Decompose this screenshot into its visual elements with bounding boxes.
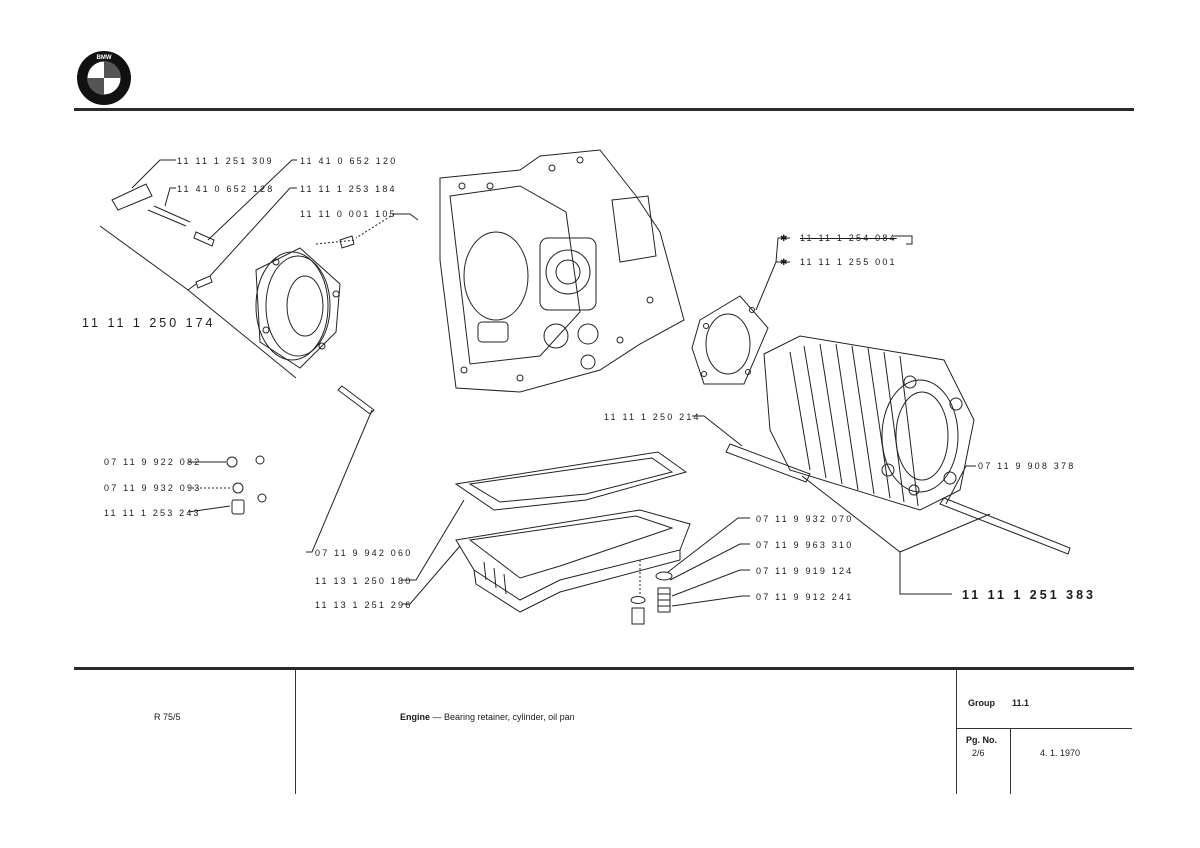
part-label: 07 11 9 919 124 (756, 566, 854, 576)
part-label: 11 13 1 251 296 (315, 600, 413, 610)
group-label: Group (968, 698, 995, 708)
title-block-divider (956, 670, 957, 794)
dowel-pins (111, 183, 375, 415)
cylinder (763, 335, 975, 511)
issue-date: 4. 1. 1970 (1040, 748, 1081, 758)
oil-pan (455, 509, 691, 613)
part-label: 07 11 9 922 082 (104, 457, 202, 467)
drain-screws (630, 560, 673, 625)
model-name: R 75/5 (154, 712, 181, 722)
part-label: 11 11 1 253 243 (104, 508, 201, 518)
assembly-label: 11 11 1 251 383 (962, 588, 1096, 602)
page-number-label: Pg. No. (966, 735, 997, 745)
part-label-superseded: 11 11 1 254 084 (800, 233, 897, 243)
bottom-rule (74, 667, 1134, 670)
page-number-value: 2/6 (972, 748, 985, 758)
title-block-divider (1010, 728, 1011, 794)
part-label: 11 11 1 251 309 (177, 156, 274, 166)
star-mark: ✱ (780, 233, 790, 243)
star-mark: ✱ (780, 257, 790, 267)
part-label: 07 11 9 932 070 (756, 514, 854, 524)
part-label: 07 11 9 932 093 (104, 483, 202, 493)
part-label: 07 11 9 963 310 (756, 540, 854, 550)
cylinder-base-gasket (691, 295, 769, 385)
bearing-retainer (255, 247, 341, 369)
part-label: 11 13 1 250 180 (315, 576, 413, 586)
crankcase (439, 149, 685, 393)
part-label: 11 11 1 250 214 (604, 412, 701, 422)
page-description: Engine — Bearing retainer, cylinder, oil… (400, 712, 575, 722)
oil-pan-gasket (454, 451, 688, 511)
part-label: 07 11 9 942 060 (315, 548, 413, 558)
group-value: 11.1 (1012, 698, 1030, 708)
nuts-washers (226, 455, 267, 515)
bmw-logo: BMW (76, 50, 132, 106)
title-block-divider (956, 728, 1132, 729)
part-label: 11 11 1 255 001 (800, 257, 897, 267)
title-block-divider (295, 670, 296, 794)
cylinder-studs (725, 443, 1071, 555)
logo-text: BMW (97, 55, 112, 61)
part-label: 11 11 0 001 105 (300, 209, 397, 219)
part-label: 07 11 9 908 378 (978, 461, 1076, 471)
part-label: 11 11 1 253 184 (300, 184, 397, 194)
part-label: 07 11 9 912 241 (756, 592, 854, 602)
description-rest: — Bearing retainer, cylinder, oil pan (430, 712, 575, 722)
part-label: 11 41 0 652 128 (177, 184, 275, 194)
assembly-label: 11 11 1 250 174 (82, 316, 216, 330)
top-rule (74, 108, 1134, 111)
part-label: 11 41 0 652 120 (300, 156, 398, 166)
description-bold: Engine (400, 712, 431, 722)
